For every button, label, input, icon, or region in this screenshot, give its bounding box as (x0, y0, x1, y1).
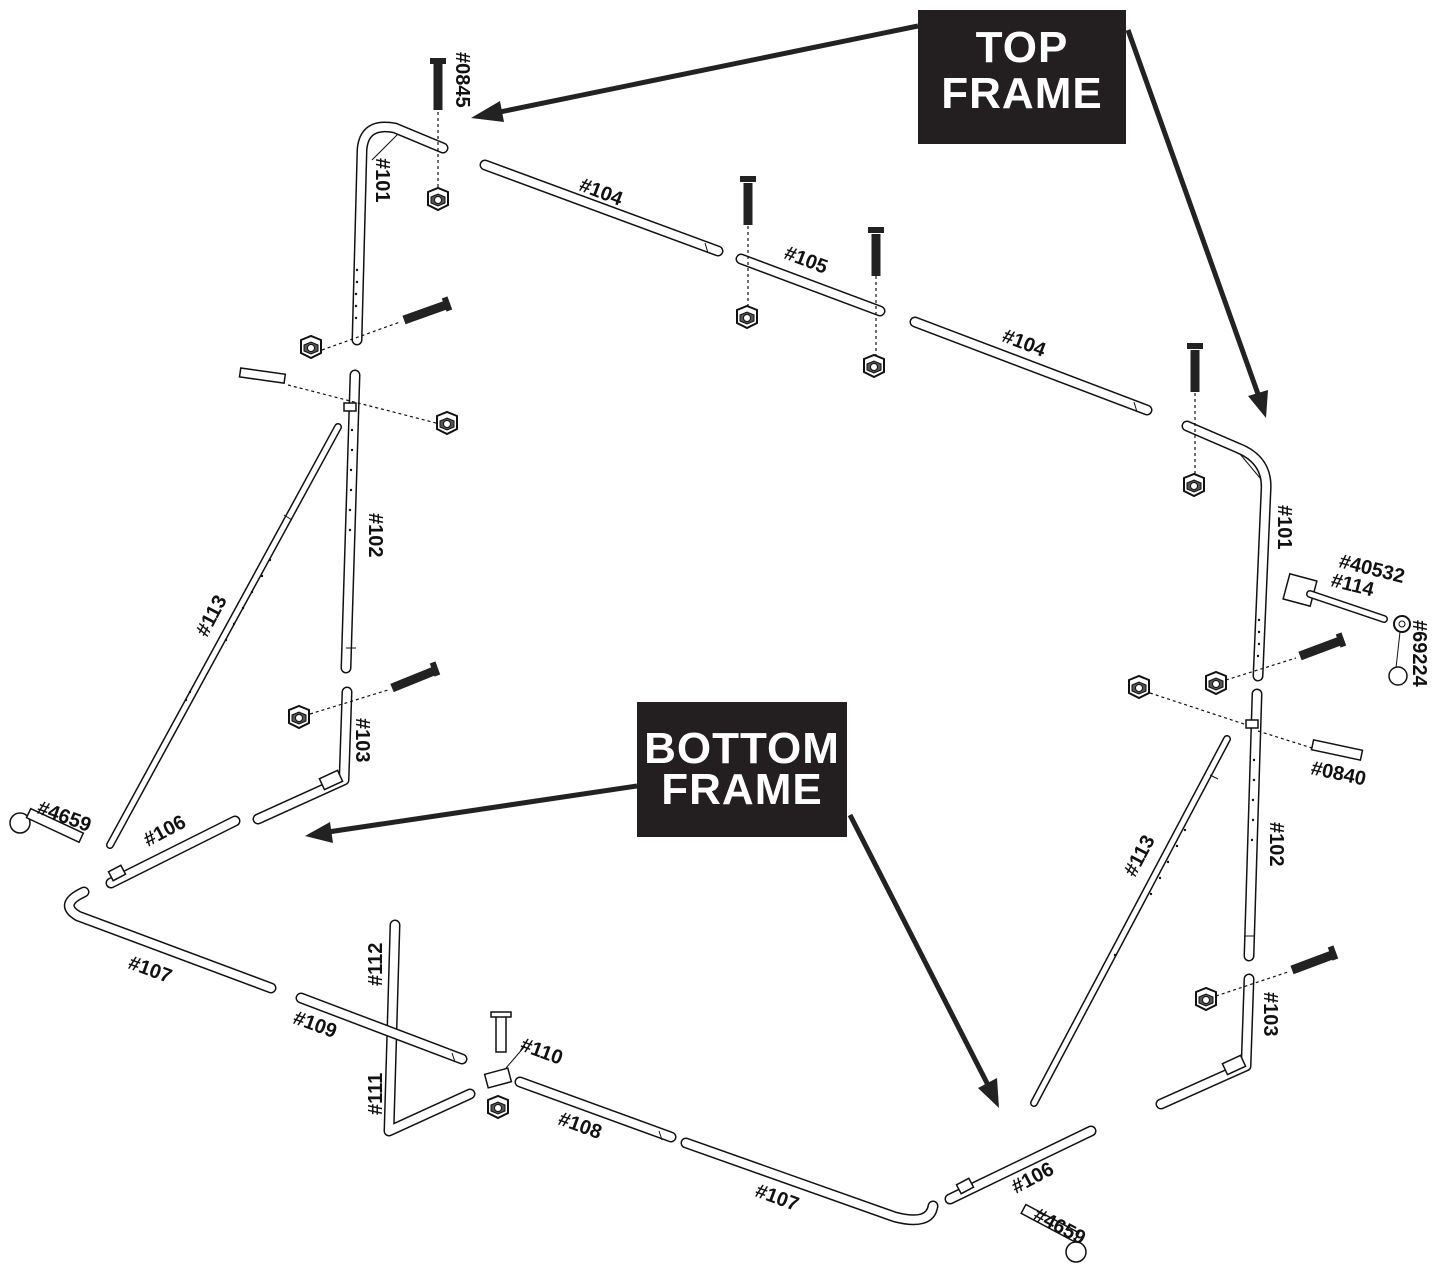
bolt-105-right (863, 227, 885, 378)
part-107-bottom-pipe (680, 1137, 939, 1226)
hex-nut (427, 187, 449, 211)
bolt-101-right (1183, 343, 1205, 497)
pin-4659-right (1020, 1203, 1087, 1263)
part-102-right-pipe (1243, 688, 1263, 962)
hex-nut (436, 411, 458, 435)
top-frame-arrows (471, 23, 1268, 418)
part-112-111-pipe (383, 919, 476, 1137)
bolt-101-right-side (1205, 632, 1347, 695)
bolt-0845-top (427, 58, 449, 211)
hex-nut (288, 705, 310, 729)
part-102-left-pipe (340, 369, 361, 674)
label-110: #110 (517, 1034, 565, 1070)
part-106-left-pipe (105, 815, 241, 889)
hex-nut (1195, 987, 1217, 1011)
part-107-left-pipe (63, 886, 277, 994)
bottom-frame-line-2: FRAME (661, 765, 822, 814)
label-112: #112 (365, 943, 387, 986)
label-69224: #69224 (1408, 620, 1430, 688)
label-102-left: #102 (364, 513, 386, 558)
pipe-holes (354, 268, 359, 320)
hex-nut (487, 1095, 509, 1119)
hex-nut (1205, 671, 1227, 695)
hex-nut (1183, 473, 1205, 497)
pin-0840 (1257, 730, 1364, 761)
part-101-left-pipe (351, 121, 449, 346)
label-101-left: #101 (371, 158, 393, 203)
part-113-right-pipe (1030, 735, 1231, 1107)
label-107-left: #107 (125, 952, 174, 988)
hex-nut (300, 335, 322, 359)
pin-110 (483, 1011, 526, 1119)
label-111: #111 (365, 1073, 387, 1115)
label-0840: #0840 (1309, 757, 1368, 790)
top-frame-line-1: TOP (976, 23, 1069, 72)
top-frame-line-2: FRAME (941, 69, 1102, 118)
part-101-right-pipe (1181, 420, 1272, 682)
nut-102-right (1128, 675, 1251, 727)
bolt-101-left-side (300, 296, 453, 359)
part-114-handle (1282, 572, 1411, 686)
part-106-right-pipe (944, 1125, 1097, 1205)
bottom-frame-line-1: BOTTOM (644, 724, 840, 773)
bolt-105-left (736, 176, 758, 329)
hex-nut (1128, 675, 1150, 699)
part-103-right-pipe (1155, 973, 1255, 1110)
hex-nut (863, 354, 885, 378)
part-113-left-pipe (106, 423, 342, 849)
label-101-right: #101 (1273, 505, 1295, 550)
label-4659-right: #4659 (1030, 1204, 1089, 1250)
pin-4659-left (9, 807, 85, 844)
label-0845-top: #0845 (451, 52, 473, 108)
bottom-frame-arrows (305, 783, 999, 1108)
top-frame-callout: TOP FRAME (918, 10, 1126, 144)
pin-102-left (238, 367, 458, 435)
label-102-right: #102 (1265, 822, 1287, 867)
part-104-top-pipe (479, 159, 724, 257)
part-104-right-pipe (909, 316, 1153, 416)
part-103-left-pipe (252, 686, 353, 825)
part-108-pipe (514, 1076, 677, 1143)
hex-nut (736, 305, 758, 329)
bolt-103-left (288, 661, 441, 729)
bolt-103-right (1195, 945, 1339, 1011)
part-105-pipe (735, 253, 886, 317)
label-103-left: #103 (351, 718, 373, 763)
bottom-frame-callout: BOTTOM FRAME (637, 702, 847, 837)
label-103-right: #103 (1259, 992, 1281, 1037)
part-109-pipe (295, 992, 468, 1065)
